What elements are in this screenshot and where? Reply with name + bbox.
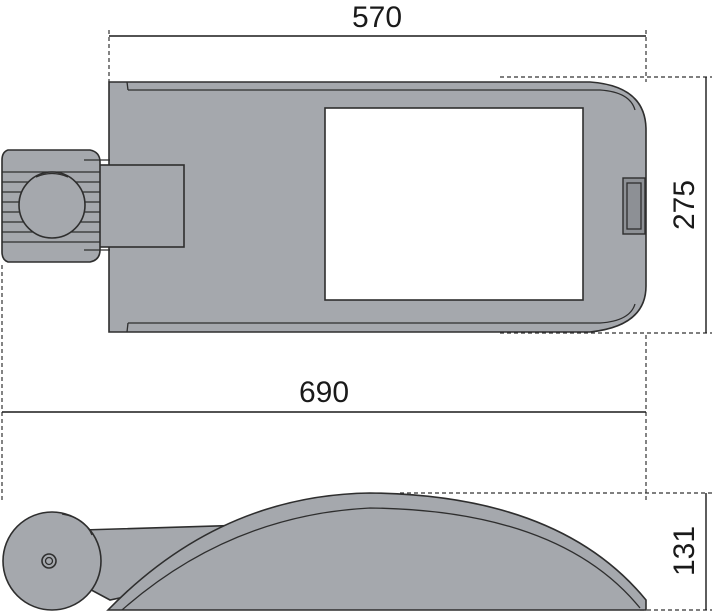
dimension-side-height: 131: [400, 492, 712, 611]
dimension-label-height-top-view: 275: [668, 180, 701, 230]
luminaire-side-view: [2, 492, 647, 611]
dimension-label-overall-length: 690: [299, 376, 349, 409]
dimension-label-side-height: 131: [668, 526, 701, 576]
bolt-icon: [41, 553, 57, 569]
dimension-label-top-width: 570: [352, 1, 402, 34]
luminaire-top-view: [1, 81, 647, 333]
latch: [622, 177, 646, 235]
clamp-knob-top-view: [18, 171, 86, 239]
dimension-height-top-view: 275: [500, 76, 712, 334]
light-window: [324, 107, 584, 301]
housing-side-view: [106, 492, 647, 611]
mounting-plate: [97, 164, 185, 248]
dimension-top-width: 570: [108, 1, 647, 82]
dimension-overall-length: 690: [1, 265, 647, 500]
